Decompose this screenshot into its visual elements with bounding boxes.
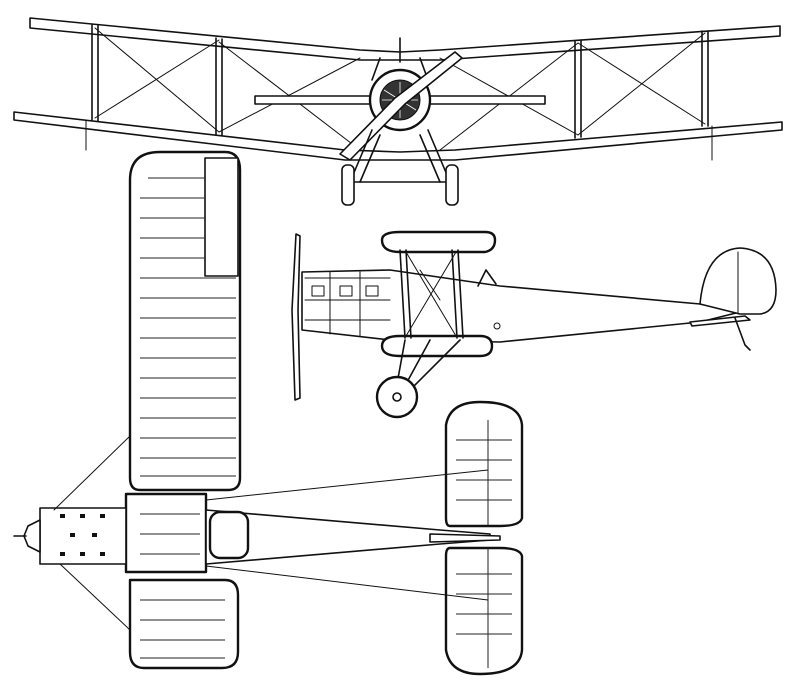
top-view [13, 150, 524, 676]
front-left-wheel [341, 164, 355, 206]
side-interplane-struts [399, 249, 464, 339]
side-roundel [493, 322, 501, 330]
top-tailplane-upper-ribs [456, 420, 512, 526]
side-fuselage [301, 269, 741, 343]
side-view [291, 230, 777, 419]
top-rudder [429, 533, 501, 543]
front-interplane-struts [91, 24, 709, 139]
side-tailskid [734, 317, 751, 351]
top-propeller-hub [23, 519, 41, 553]
top-tailplane-lower [444, 546, 524, 676]
top-lower-wing-panel [128, 578, 240, 670]
side-upper-wing [380, 230, 497, 254]
top-aileron [204, 157, 239, 277]
front-right-wheel [445, 164, 459, 206]
top-upper-wing-ribs [140, 177, 236, 477]
front-propeller [339, 51, 463, 161]
side-propeller [291, 233, 301, 401]
front-view [13, 17, 783, 206]
side-bracing-wires [405, 251, 457, 337]
top-cockpit [208, 510, 250, 560]
side-engine-detail [304, 271, 391, 337]
side-lower-wing [380, 334, 494, 358]
top-tailplane-lower-ribs [456, 548, 512, 668]
top-lower-wing-ribs [140, 599, 225, 659]
top-engine-exhausts [60, 514, 105, 556]
top-control-cables [53, 435, 489, 631]
top-tailplane-upper [444, 400, 524, 528]
top-centre-ribs [140, 513, 200, 555]
side-cockpit [477, 269, 497, 287]
front-upper-wing [29, 17, 781, 61]
side-wheel-hub [392, 392, 402, 402]
top-centre-section [124, 492, 208, 574]
